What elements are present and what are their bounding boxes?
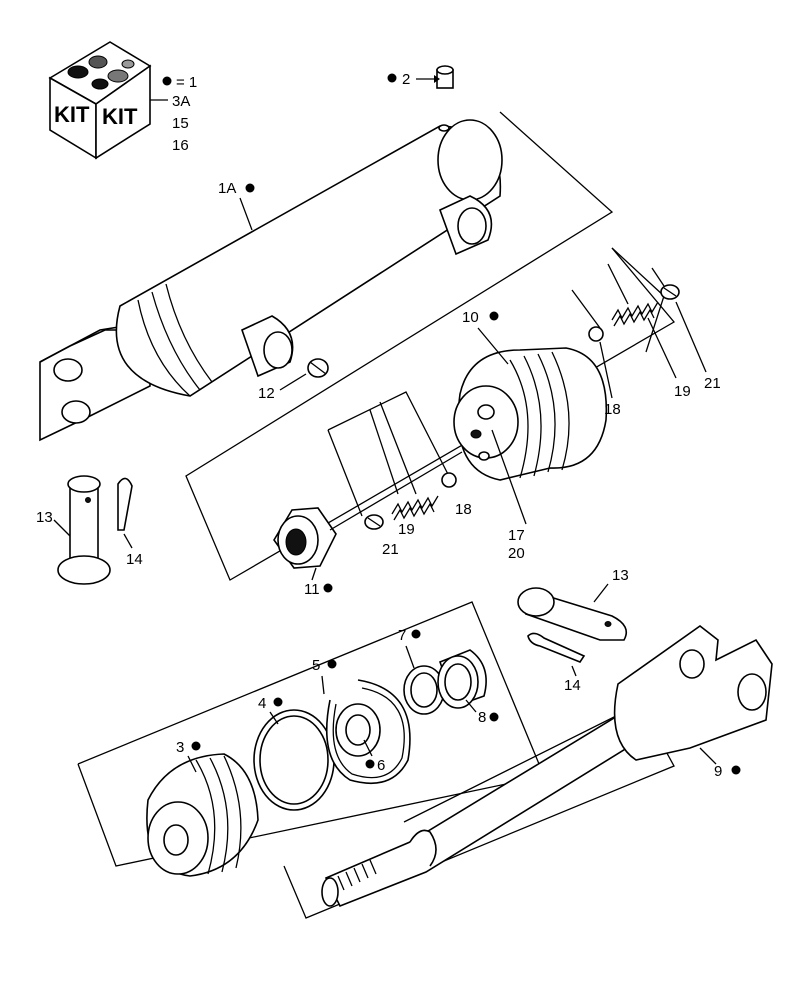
fitting-plug bbox=[307, 358, 329, 378]
piston bbox=[453, 347, 608, 481]
kit-box-icon: KIT KIT bbox=[48, 41, 152, 160]
clevis-pin bbox=[57, 475, 111, 585]
kit-dot-equals: = 1 bbox=[176, 74, 197, 91]
kit-box-label-right: KIT bbox=[102, 104, 138, 129]
callout-18-left: 18 bbox=[455, 501, 472, 518]
callout-4: 4 bbox=[258, 695, 266, 712]
callout-14-left: 14 bbox=[126, 551, 143, 568]
gland bbox=[146, 753, 259, 877]
kit-dot-icon bbox=[327, 659, 337, 669]
kit-item-2: 15 bbox=[172, 115, 189, 132]
kit-dot-icon bbox=[489, 311, 499, 321]
kit-dot-icon bbox=[387, 73, 397, 83]
callout-19-right: 19 bbox=[674, 383, 691, 400]
callout-13-right: 13 bbox=[612, 567, 629, 584]
kit-dot-icon bbox=[365, 759, 375, 769]
bleed-plug bbox=[436, 65, 454, 89]
callout-5: 5 bbox=[312, 657, 320, 674]
callout-7: 7 bbox=[398, 627, 406, 644]
callout-18-right: 18 bbox=[604, 401, 621, 418]
kit-dot-icon bbox=[323, 583, 333, 593]
kit-dot-icon bbox=[411, 629, 421, 639]
callout-10: 10 bbox=[462, 309, 479, 326]
kit-dot-icon bbox=[162, 76, 172, 86]
cylinder-barrel bbox=[39, 119, 503, 442]
callout-20: 20 bbox=[508, 545, 525, 562]
set-screw bbox=[660, 284, 680, 300]
set-screw bbox=[364, 514, 384, 530]
callout-1a: 1A bbox=[218, 180, 236, 197]
callout-17: 17 bbox=[508, 527, 525, 544]
piston-nut bbox=[273, 507, 337, 569]
callout-14-right: 14 bbox=[564, 677, 581, 694]
kit-box-label-left: KIT bbox=[54, 102, 90, 127]
cotter-pin bbox=[527, 632, 586, 663]
ball-check bbox=[441, 472, 457, 488]
callout-6: 6 bbox=[377, 757, 385, 774]
callout-9: 9 bbox=[714, 763, 722, 780]
kit-dot-icon bbox=[191, 741, 201, 751]
rod-seal bbox=[437, 649, 487, 709]
kit-dot-icon bbox=[273, 697, 283, 707]
callout-11: 11 bbox=[304, 581, 320, 598]
ball-check bbox=[588, 326, 604, 342]
kit-item-1: 3A bbox=[172, 93, 190, 110]
kit-dot-icon bbox=[731, 765, 741, 775]
callout-21-right: 21 bbox=[704, 375, 721, 392]
kit-item-3: 16 bbox=[172, 137, 189, 154]
callout-2: 2 bbox=[402, 71, 410, 88]
piston-rod bbox=[321, 625, 773, 908]
spring bbox=[611, 301, 659, 327]
kit-dot-icon bbox=[245, 183, 255, 193]
callout-12: 12 bbox=[258, 385, 275, 402]
callout-3: 3 bbox=[176, 739, 184, 756]
callout-19-left: 19 bbox=[398, 521, 415, 538]
rod-frame bbox=[283, 703, 675, 919]
assembly-frame bbox=[185, 111, 675, 581]
callout-8: 8 bbox=[478, 709, 486, 726]
kit-legend: KIT KIT = 1 3A 15 16 bbox=[48, 41, 197, 160]
cotter-pin bbox=[117, 477, 133, 531]
spring bbox=[391, 495, 439, 521]
kit-dot-icon bbox=[489, 712, 499, 722]
callout-21-left: 21 bbox=[382, 541, 399, 558]
clevis-pin bbox=[517, 587, 628, 641]
callout-13-left: 13 bbox=[36, 509, 53, 526]
